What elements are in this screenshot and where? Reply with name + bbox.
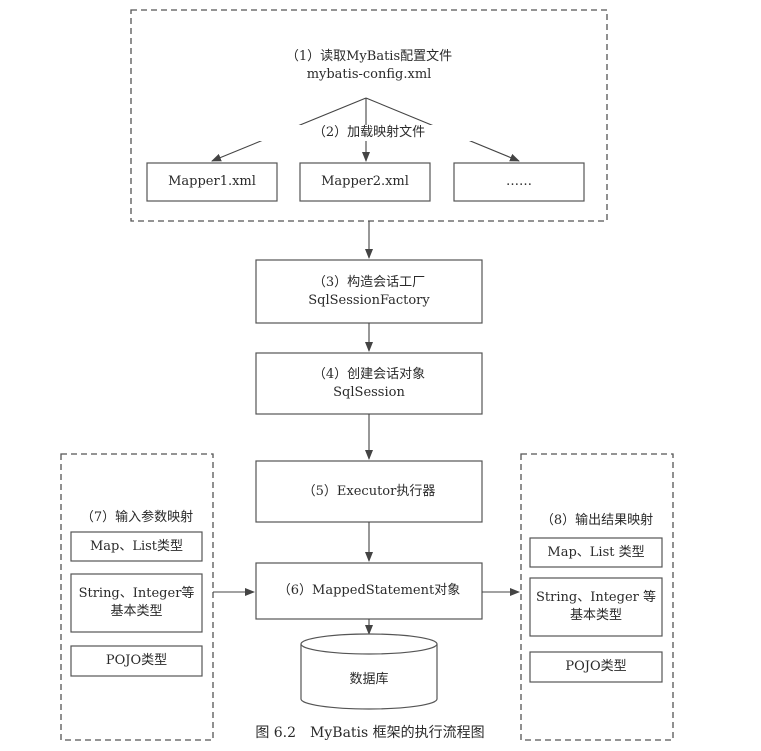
input-pojo-label: POJO类型 (105, 653, 168, 668)
step4-label: （4）创建会话对象 (312, 366, 426, 382)
input-pojo-box (70, 645, 203, 677)
output-basic-box (529, 577, 663, 637)
mapped-statement-label: （6）MappedStatement对象 (277, 583, 461, 598)
mapper2-box (299, 162, 431, 202)
output-mapping-group-border (520, 453, 674, 741)
mapper-more-label: …… (506, 174, 532, 189)
figure-caption: 图 6.2 MyBatis 框架的执行流程图 (255, 725, 485, 741)
input-basic-box (70, 573, 203, 633)
input-basic-type: 基本类型 (110, 604, 163, 619)
input-basic-text: String、Integer等 基本类型 (71, 574, 202, 632)
session-text: （4）创建会话对象 SqlSession (256, 353, 482, 414)
mapper2-label: Mapper2.xml (321, 174, 409, 189)
executor-label: （5）Executor执行器 (302, 483, 436, 499)
step3-label: （3）构造会话工厂 (312, 274, 426, 290)
input-string-integer: String、Integer等 (78, 586, 195, 601)
output-map-list-label: Map、List 类型 (547, 544, 645, 560)
executor-box (255, 460, 483, 523)
mapper-more-box (453, 162, 585, 202)
database-label: 数据库 (349, 672, 389, 687)
output-pojo-box (529, 651, 663, 683)
mapper1-box (146, 162, 278, 202)
step1-label: （1）读取MyBatis配置文件 (285, 49, 453, 64)
step4-class: SqlSession (333, 384, 405, 400)
input-map-list-label: Map、List类型 (89, 538, 184, 554)
session-box (255, 352, 483, 415)
output-mapping-title: （8）输出结果映射 (540, 513, 654, 528)
step3-class: SqlSessionFactory (308, 292, 430, 308)
output-map-list-box (529, 537, 663, 568)
session-factory-text: （3）构造会话工厂 SqlSessionFactory (256, 260, 482, 323)
input-mapping-title: （7）输入参数映射 (80, 510, 194, 525)
database-cylinder (300, 633, 438, 710)
input-map-list-box (70, 531, 203, 562)
output-basic-type: 基本类型 (569, 608, 622, 623)
input-mapping-group-border (60, 453, 214, 741)
output-string-integer: String、Integer 等 (536, 590, 656, 605)
output-pojo-label: POJO类型 (565, 659, 627, 674)
mapper1-label: Mapper1.xml (168, 174, 256, 189)
step2-label: （2）加载映射文件 (231, 125, 507, 141)
step1-file: mybatis-config.xml (306, 67, 432, 82)
output-basic-text: String、Integer 等 基本类型 (530, 578, 662, 636)
